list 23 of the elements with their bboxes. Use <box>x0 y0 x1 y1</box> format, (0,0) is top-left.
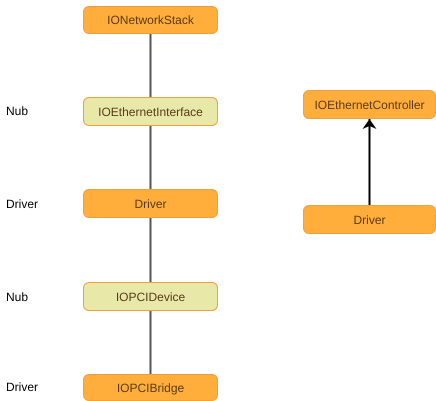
arrow <box>362 119 376 205</box>
class-box <box>303 205 436 234</box>
connector-line <box>150 311 152 374</box>
class-name: Driver <box>354 212 386 226</box>
class-name: IOPCIBridge <box>116 380 184 394</box>
class-name: IOEthernetController <box>314 98 425 112</box>
class-box <box>303 90 436 119</box>
connector-line <box>150 218 152 282</box>
class-box <box>83 374 218 401</box>
class-box <box>83 282 218 311</box>
class-box <box>83 97 218 126</box>
class-box <box>83 189 218 218</box>
class-name: IOPCIDevice <box>116 290 186 304</box>
layer-label: Nub <box>6 290 28 304</box>
class-name: IOEthernetInterface <box>98 104 203 118</box>
layer-label: Nub <box>6 104 28 118</box>
connector-line <box>150 34 152 97</box>
layer-label: Driver <box>6 380 38 394</box>
layer-label: Driver <box>6 197 38 211</box>
class-name: Driver <box>134 196 166 210</box>
class-name: IONetworkStack <box>107 13 194 27</box>
class-box <box>83 6 218 34</box>
connector-line <box>150 126 152 189</box>
